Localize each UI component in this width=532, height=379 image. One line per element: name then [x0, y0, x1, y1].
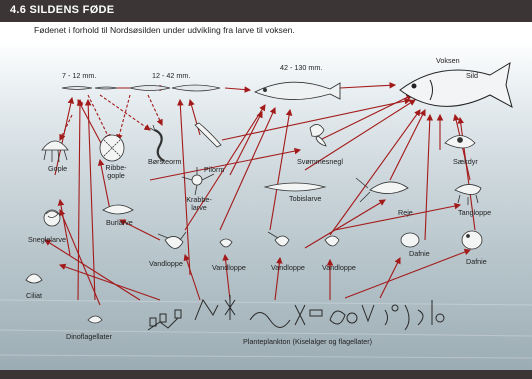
comb-jelly-icon	[99, 134, 125, 162]
ciliate-icon	[25, 273, 43, 284]
arrow	[184, 104, 266, 231]
arrow	[221, 97, 412, 141]
larva-medium-icon	[129, 84, 221, 92]
arrow	[269, 108, 293, 231]
snail-larva-icon	[43, 209, 61, 227]
arrow	[97, 158, 111, 211]
arrow	[222, 253, 231, 301]
arrow	[183, 253, 201, 301]
dinoflagellate-icon	[87, 315, 103, 324]
arrow	[149, 147, 302, 181]
adult-herring-icon	[399, 62, 513, 109]
label-tangloppe: Tangloppe	[458, 208, 492, 217]
copepod-icon-1	[157, 231, 187, 249]
label-burlarve: Burlarve	[106, 218, 133, 227]
subtitle: Fødenet i forhold til Nordsøsilden under…	[34, 25, 295, 35]
daphnia-icon-2	[461, 230, 483, 250]
header-bar	[0, 0, 532, 22]
label-gople: Gople	[48, 164, 68, 173]
sandeel-larva-icon	[263, 182, 327, 192]
phytoplankton-icon	[147, 295, 445, 331]
larva-small-icon	[61, 86, 118, 90]
arrow	[84, 98, 96, 301]
label-krabbelarve-line2: larve	[191, 203, 207, 212]
crab-larva-icon	[181, 167, 215, 196]
stage-label-adult: Voksen	[436, 56, 460, 65]
arrow	[119, 219, 161, 241]
label-dafnie-1: Dafnie	[409, 249, 430, 258]
stage-label-herring: Sild	[466, 71, 478, 80]
copepod-icon-4	[324, 235, 340, 247]
arrow	[188, 98, 201, 136]
arrow	[424, 113, 434, 241]
arrow	[147, 94, 163, 126]
label-reje: Reje	[398, 208, 413, 217]
label-ciliat: Ciliat	[26, 291, 42, 300]
arrow-worm-icon	[194, 122, 222, 148]
stage-label-larva-medium: 12 - 42 mm.	[152, 71, 191, 80]
barnacle-larva-icon	[102, 204, 134, 215]
arrow	[334, 202, 462, 231]
label-krabbelarve-line1: Krabbe-	[186, 195, 212, 204]
stage-label-juvenile: 42 - 130 mm.	[280, 63, 323, 72]
shrimp-icon	[355, 177, 409, 203]
label-planteplankton: Planteplankton (Kiselalger og flagellate…	[243, 337, 373, 346]
label-ribbegople-line1: Ribbe-	[105, 163, 127, 172]
arrow	[87, 94, 111, 141]
arrow	[339, 82, 397, 89]
arrow	[319, 94, 413, 141]
juvenile-herring-icon	[253, 81, 341, 100]
copepod-icon-2	[219, 238, 233, 248]
arrow	[304, 199, 386, 249]
bristle-worm-icon	[149, 124, 165, 162]
arrow	[329, 109, 421, 236]
label-ribbegople-line2: gople	[107, 171, 125, 180]
label-dinoflagellater: Dinoflagellater	[66, 332, 112, 341]
label-ribbegople: Ribbe- gople	[103, 164, 129, 180]
copepod-icon-3	[267, 231, 290, 247]
label-dafnie-2: Dafnie	[466, 257, 487, 266]
food-web-arrows	[44, 82, 476, 306]
tunicate-icon	[444, 135, 476, 149]
arrow	[76, 98, 84, 301]
amphipod-icon	[454, 184, 482, 205]
arrow	[344, 248, 472, 299]
label-sneglelarve: Sneglelarve	[28, 235, 66, 244]
label-borsteorm: Børsteorm	[148, 157, 182, 166]
label-pilorm: Pilorm	[204, 165, 225, 174]
arrow	[177, 98, 191, 276]
label-vandloppe-4: Vandloppe	[322, 263, 356, 272]
stage-label-larva-small: 7 - 12 mm.	[62, 71, 97, 80]
arrow	[389, 109, 426, 181]
sea-butterfly-icon	[309, 124, 327, 147]
arrow	[44, 239, 141, 301]
arrow	[304, 99, 416, 171]
arrow	[274, 256, 283, 301]
arrow	[99, 94, 151, 131]
label-vandloppe-1: Vandloppe	[149, 259, 183, 268]
label-vandloppe-3: Vandloppe	[271, 263, 305, 272]
jellyfish-icon	[41, 140, 69, 163]
arrow	[229, 111, 263, 176]
arrow	[57, 198, 71, 256]
daphnia-icon-1	[400, 232, 420, 248]
arrow	[224, 86, 252, 93]
label-saekdyr: Sækdyr	[453, 157, 478, 166]
label-tobislarve: Tobislarve	[289, 194, 322, 203]
water-ripples	[0, 299, 532, 359]
arrow	[59, 208, 101, 306]
section-title: 4.6 SILDENS FØDE	[10, 4, 115, 16]
arrow	[58, 263, 161, 301]
arrow	[116, 94, 131, 142]
label-krabbelarve: Krabbe- larve	[186, 196, 212, 212]
arrow	[379, 257, 401, 299]
label-vandloppe-2: Vandloppe	[212, 263, 246, 272]
footer-bar	[0, 370, 532, 379]
label-svommesnegl: Svømmesnegl	[297, 157, 343, 166]
arrow	[219, 106, 276, 231]
